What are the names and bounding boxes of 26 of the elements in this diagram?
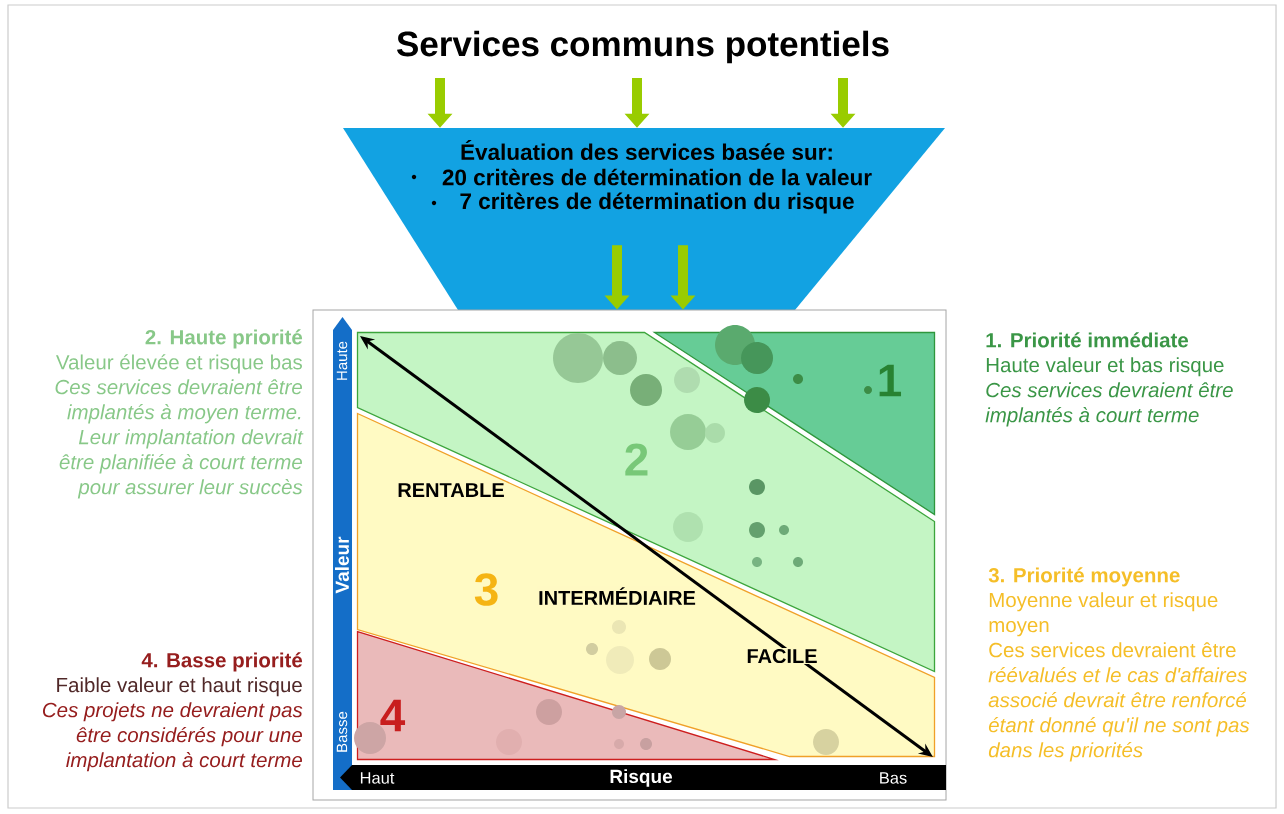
priority-heading: 3. Priorité moyenne (988, 567, 1180, 587)
priority-summary: Moyenne valeur et risque moyen (989, 592, 1218, 637)
priority-note: Ces services devraient être réévalués et le cas d'affaires associé devrait être renforcé étant donné qu'il ne sont pas dans les priorités (988, 642, 1250, 762)
priority-summary: Valeur élevée et risque bas (56, 354, 302, 374)
priority-heading: 4. Basse priorité (141, 652, 303, 672)
priority-note: Ces projets ne devraient pas être considérés pour une implantation à court terme (43, 702, 303, 772)
zone-number: 3 (474, 573, 498, 606)
axis-title: Risque (610, 769, 673, 787)
zone-label: INTERMÉDIAIRE (537, 586, 697, 606)
priority-note: Ces services devraient être implantés à court terme (985, 382, 1233, 427)
zone-number: 1 (879, 364, 902, 397)
priority-note: Ces services devraient être implantés à moyen terme. Leur implantation devrait être planifiée à court terme pour assurer leur succès (55, 379, 304, 499)
zone-number: 2 (625, 443, 648, 476)
axis-end-label: Basse (336, 711, 348, 752)
priority-heading: 1. Priorité immédiate (986, 332, 1189, 348)
axis-end-label: Haut (360, 772, 395, 784)
axis-end-label: Haute (336, 341, 348, 380)
priority-summary: Haute valeur et bas risque (986, 357, 1224, 377)
priority-summary: Faible valeur et haut risque (57, 677, 302, 697)
title: Services communs potentiels (397, 30, 889, 64)
chart-frame (312, 309, 947, 801)
priority-heading: 2. Haute priorité (145, 329, 303, 349)
zone-number: 4 (380, 699, 406, 732)
zone-label: RENTABLE (396, 482, 506, 498)
axis-title: Valeur (335, 536, 349, 594)
axis-end-label: Bas (880, 772, 907, 784)
